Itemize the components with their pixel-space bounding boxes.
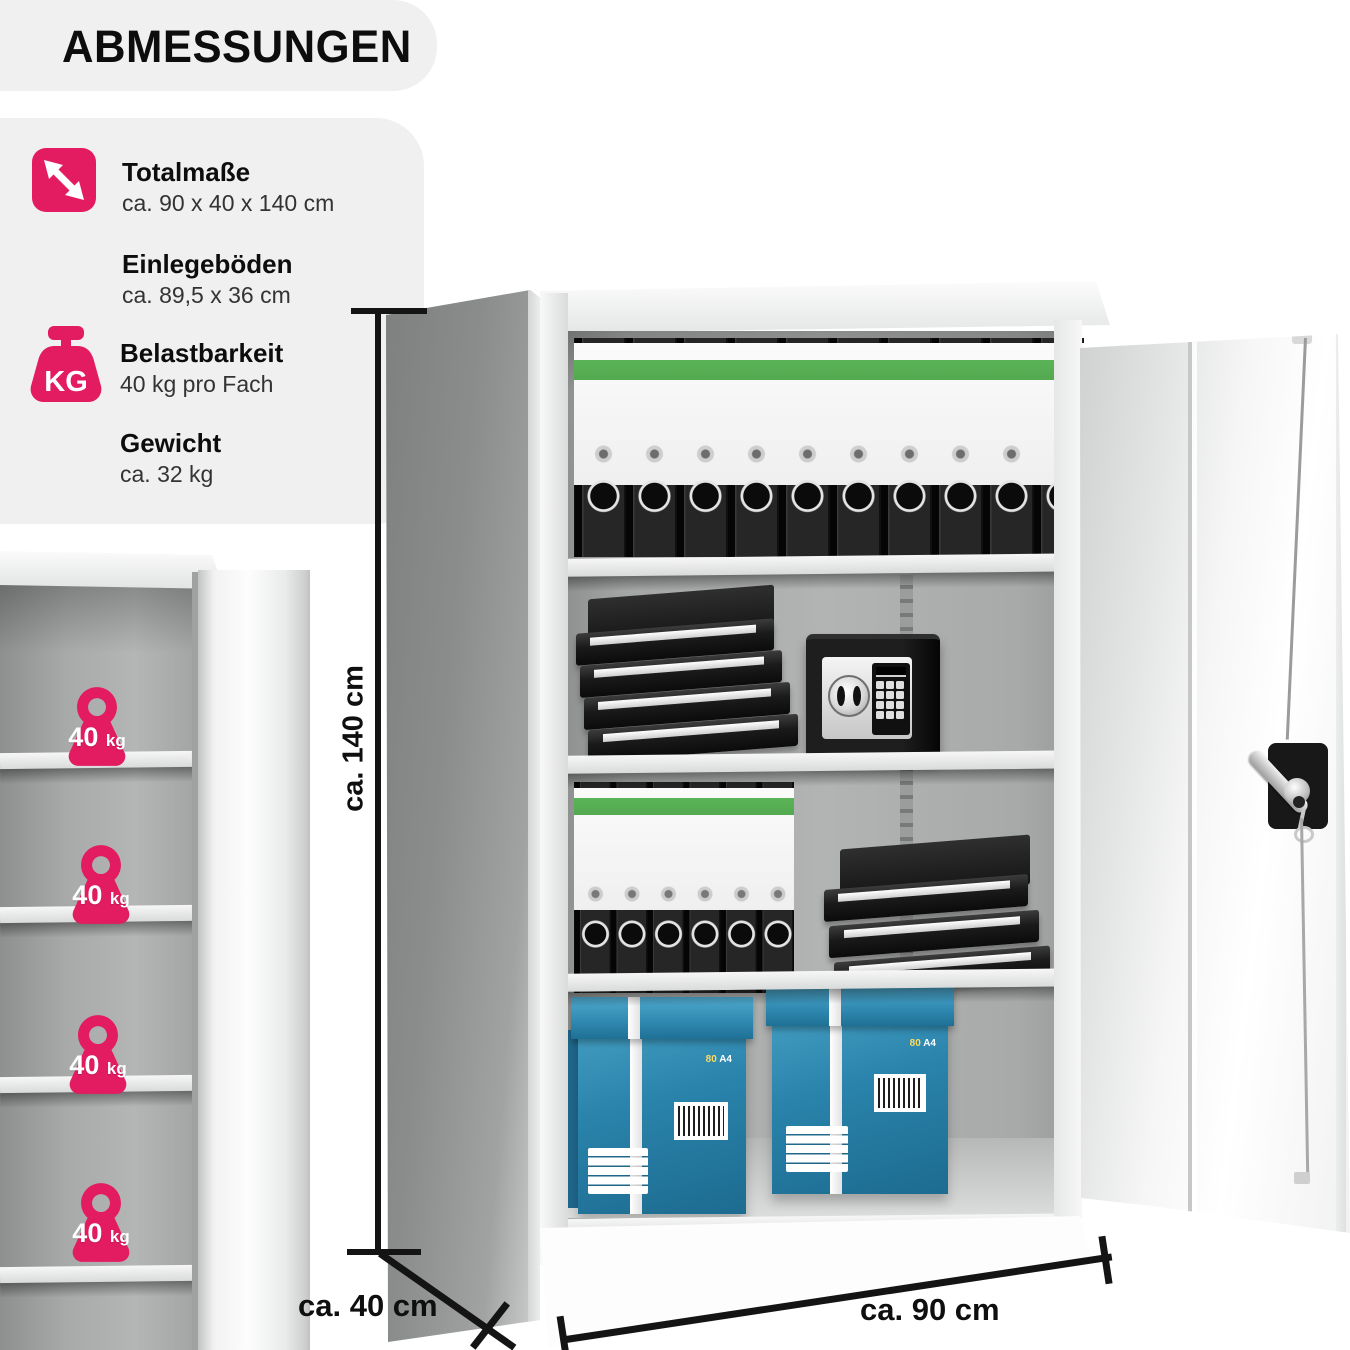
left-cabinet: 40 kg 40 kg 40 kg 40 kg (0, 545, 320, 1350)
dimension-tick-top (351, 308, 427, 314)
rod-top-bracket (1292, 334, 1312, 344)
shelf-load-badge: 40 kg (59, 1182, 143, 1262)
keyhole-icon (1293, 796, 1305, 808)
spec-value-gewicht: ca. 32 kg (120, 461, 214, 487)
box-print: 80 A4 (705, 1054, 732, 1065)
dimension-label-height: ca. 140 cm (337, 665, 370, 812)
door-crease-highlight (1192, 338, 1197, 1222)
left-cabinet-interior-shade (0, 583, 192, 653)
paper-box-lid (571, 997, 753, 1039)
spec-label-totalmasse: Totalmaße (122, 157, 251, 187)
safe-front-panel (822, 657, 912, 739)
dimension-line-height (375, 311, 381, 1253)
locking-rod-lower (1300, 817, 1310, 1178)
safe-keys (876, 681, 904, 719)
diagonal-arrows-icon (32, 148, 96, 212)
kg-weight-glyph (30, 326, 102, 402)
left-cabinet-door (198, 570, 310, 1350)
shelf-load-badge: 40 kg (59, 844, 143, 924)
box-strap (628, 997, 640, 1039)
binder-row-middle (574, 782, 794, 993)
box-print: 80 A4 (909, 1038, 936, 1049)
electronic-safe (806, 634, 940, 759)
box-label (588, 1148, 648, 1194)
spec-value-einlegeboeden: ca. 89,5 x 36 cm (122, 282, 291, 308)
dimension-label-depth: ca. 40 cm (298, 1288, 438, 1323)
spec-label-belastbarkeit: Belastbarkeit (120, 338, 284, 368)
paper-box-lid (766, 986, 954, 1026)
box-barcode (674, 1102, 728, 1140)
key-head (1294, 826, 1314, 843)
paper-box: 80 A4 (578, 1020, 746, 1214)
box-label (786, 1126, 848, 1172)
box-barcode (874, 1074, 926, 1112)
letter-tray-stack-upper (576, 584, 798, 763)
rod-foot (1294, 1172, 1310, 1184)
spec-label-einlegeboeden: Einlegeböden (122, 249, 293, 279)
box-strap (829, 986, 841, 1026)
door-edge (1336, 334, 1346, 1232)
safe-display (876, 667, 906, 677)
dimension-label-width: ca. 90 cm (860, 1292, 1000, 1327)
paper-box: 80 A4 (772, 1008, 948, 1194)
shelf-load-badge-text: 40 kg (69, 1050, 127, 1080)
door-crease (1188, 338, 1192, 1222)
frame-post-left (540, 293, 568, 1265)
spec-value-totalmasse: ca. 90 x 40 x 140 cm (122, 190, 335, 216)
spec-value-belastbarkeit: 40 kg pro Fach (120, 371, 274, 397)
headline-box (0, 0, 437, 91)
shelf-load-badge: 40 kg (56, 1014, 140, 1094)
page-title: ABMESSUNGEN (62, 21, 412, 72)
binder-row-top (574, 338, 1084, 557)
left-cabinet-door-hinge (192, 572, 198, 1350)
kg-weight-icon: KG (24, 324, 108, 404)
main-cabinet-top (540, 281, 1110, 333)
diagonal-arrows-glyph (44, 160, 84, 200)
shelf-load-badge: 40 kg (55, 686, 139, 766)
frame-post-right (1054, 320, 1082, 1218)
safe-dial (828, 675, 870, 717)
safe-keypad (872, 663, 910, 735)
shelf-load-badge-text: 40 kg (68, 722, 126, 752)
left-cabinet-top (0, 551, 224, 589)
shelf-load-badge-text: 40 kg (72, 1218, 130, 1248)
spec-label-gewicht: Gewicht (120, 428, 222, 458)
locking-rod-upper (1285, 337, 1307, 740)
shelf-load-badge-text: 40 kg (72, 880, 130, 910)
left-door-edge (528, 290, 540, 1322)
main-cabinet-left-door (386, 290, 540, 1342)
main-cabinet-right-door (1080, 334, 1350, 1233)
kg-icon-text: KG (44, 366, 88, 398)
